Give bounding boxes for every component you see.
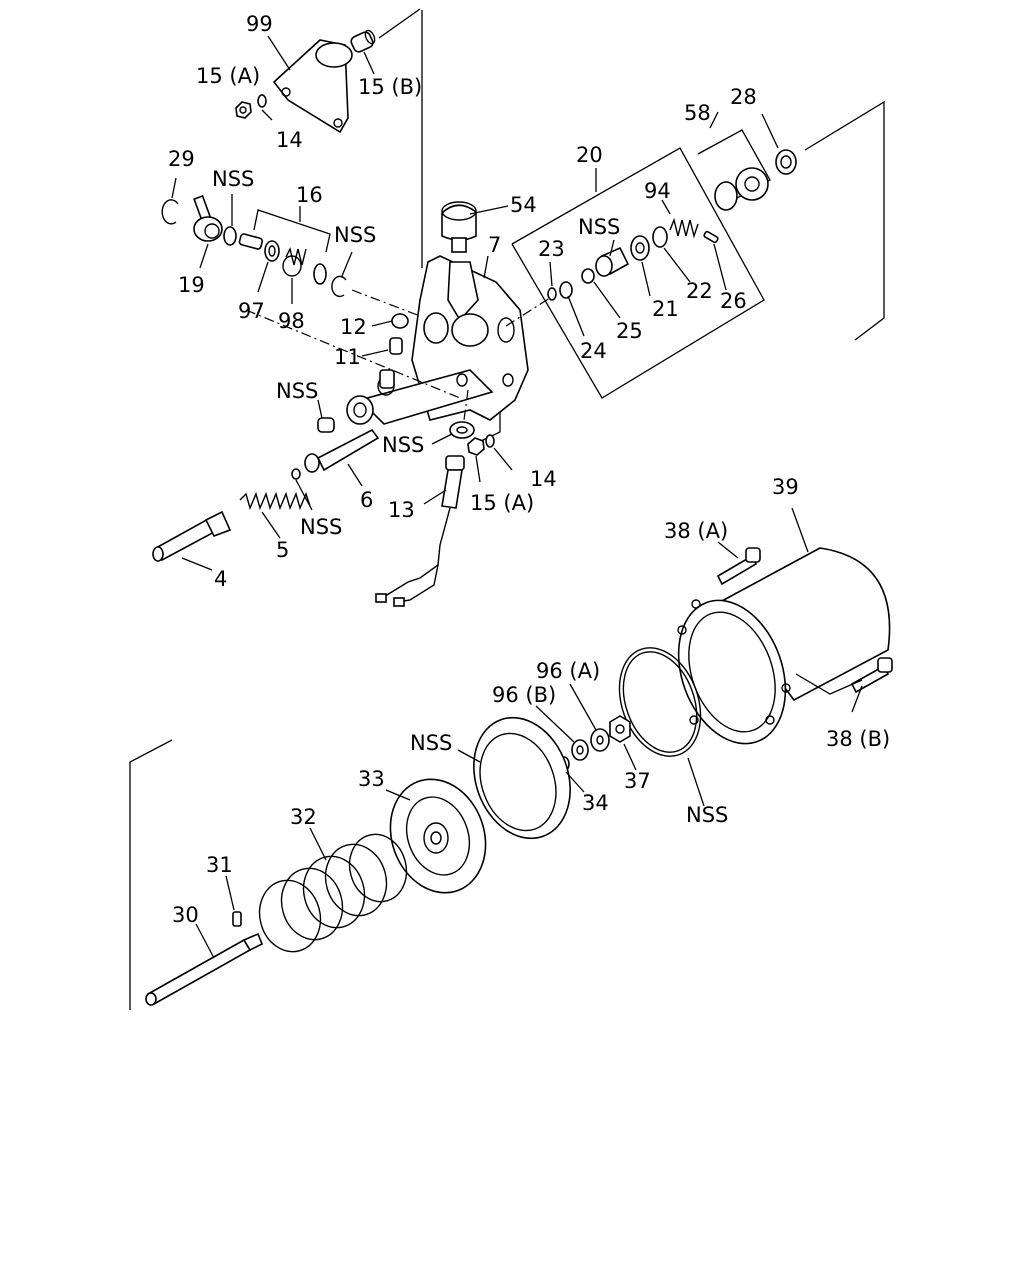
label-11: 11 xyxy=(334,345,361,369)
part-22-washer xyxy=(652,226,668,248)
label-nss-6: NSS xyxy=(300,515,342,539)
label-21: 21 xyxy=(652,297,679,321)
label-12: 12 xyxy=(340,315,367,339)
part-31-pin xyxy=(232,911,242,927)
label-38b: 38 (B) xyxy=(826,727,890,751)
part-6-rod xyxy=(304,428,380,473)
part-nss-diaphragm-7 xyxy=(473,716,571,840)
part-nss-bushing-4 xyxy=(317,417,335,433)
part-28-seal xyxy=(775,149,797,175)
part-29-snap-ring xyxy=(161,199,179,225)
label-14-mid: 14 xyxy=(530,467,557,491)
leader-lines-bottom xyxy=(195,507,863,959)
part-19-union xyxy=(193,194,223,242)
label-94: 94 xyxy=(644,179,671,203)
label-nss-5: NSS xyxy=(382,433,424,457)
part-39-housing xyxy=(677,547,891,745)
label-19: 19 xyxy=(178,273,205,297)
label-30: 30 xyxy=(172,903,199,927)
label-26: 26 xyxy=(720,289,747,313)
part-32-spring xyxy=(258,833,408,953)
part-11-fitting xyxy=(379,337,403,389)
part-23-ring xyxy=(547,287,557,301)
label-13: 13 xyxy=(388,498,415,522)
part-33-piston xyxy=(389,778,487,894)
part-24-valve xyxy=(559,281,573,299)
label-5: 5 xyxy=(276,538,289,562)
leader-lines xyxy=(171,35,779,571)
part-99-bracket xyxy=(272,39,353,134)
label-25: 25 xyxy=(616,319,643,343)
part-nss-seal-1 xyxy=(223,226,237,246)
label-nss-4: NSS xyxy=(276,379,318,403)
part-nss-gasket-8 xyxy=(618,647,702,757)
part-nss-oring-6 xyxy=(291,468,301,480)
label-15a-mid: 15 (A) xyxy=(470,491,534,515)
label-nss-7: NSS xyxy=(410,731,452,755)
part-25-valve xyxy=(581,268,595,284)
label-32: 32 xyxy=(290,805,317,829)
label-14-top: 14 xyxy=(276,128,303,152)
label-29: 29 xyxy=(168,147,195,171)
label-97: 97 xyxy=(238,299,265,323)
part-nss-washer-5 xyxy=(449,421,475,439)
label-28: 28 xyxy=(730,85,757,109)
label-34: 34 xyxy=(582,791,609,815)
label-31: 31 xyxy=(206,853,233,877)
label-33: 33 xyxy=(358,767,385,791)
part-7-valve-body xyxy=(346,255,529,425)
label-6: 6 xyxy=(360,488,373,512)
part-15a-nut-mid xyxy=(467,437,485,456)
label-37: 37 xyxy=(624,769,651,793)
part-20-kit xyxy=(511,147,765,399)
label-nss-8: NSS xyxy=(686,803,728,827)
label-nss-2: NSS xyxy=(334,223,376,247)
part-5-spring xyxy=(239,491,311,511)
part-15b-sleeve xyxy=(350,29,376,53)
label-96a: 96 (A) xyxy=(536,659,600,683)
label-20: 20 xyxy=(576,143,603,167)
part-nss-ring-2 xyxy=(313,263,347,298)
part-96a-washer xyxy=(590,728,610,752)
part-12-plug xyxy=(391,313,409,329)
part-30-rod xyxy=(145,932,264,1006)
center-lines xyxy=(245,289,551,421)
label-16: 16 xyxy=(296,183,323,207)
part-38b-bolt xyxy=(795,657,893,695)
part-37-nut xyxy=(609,715,631,743)
label-96b: 96 (B) xyxy=(492,683,556,707)
part-38a-bolt xyxy=(716,547,761,586)
label-23: 23 xyxy=(538,237,565,261)
part-labels: 99 15 (A) 15 (B) 14 29 NSS 16 NSS 19 97 … xyxy=(168,12,890,927)
part-14-washer-top xyxy=(257,94,267,108)
part-21-washer xyxy=(630,235,650,261)
label-nss-3: NSS xyxy=(578,215,620,239)
label-22: 22 xyxy=(686,279,713,303)
part-13-switch xyxy=(375,455,465,607)
label-nss-1: NSS xyxy=(212,167,254,191)
part-98-spring xyxy=(282,246,307,277)
label-99: 99 xyxy=(246,12,273,36)
label-98: 98 xyxy=(278,309,305,333)
part-nss-seat-3 xyxy=(595,246,630,277)
label-15a-top: 15 (A) xyxy=(196,64,260,88)
part-96b-washer xyxy=(571,739,589,761)
part-4-pushrod xyxy=(152,510,232,562)
label-7: 7 xyxy=(488,233,501,257)
label-39: 39 xyxy=(772,475,799,499)
label-58: 58 xyxy=(684,101,711,125)
label-24: 24 xyxy=(580,339,607,363)
part-14-washer-mid xyxy=(485,434,495,448)
part-16-kit xyxy=(238,209,331,262)
label-38a: 38 (A) xyxy=(664,519,728,543)
part-54-cap xyxy=(441,201,477,253)
part-26-pin xyxy=(703,230,719,244)
label-4: 4 xyxy=(214,567,227,591)
part-94-spring xyxy=(669,217,699,239)
label-54: 54 xyxy=(510,193,537,217)
label-15b: 15 (B) xyxy=(358,75,422,99)
part-15a-nut-top xyxy=(235,101,252,119)
part-58-kit xyxy=(697,129,771,211)
